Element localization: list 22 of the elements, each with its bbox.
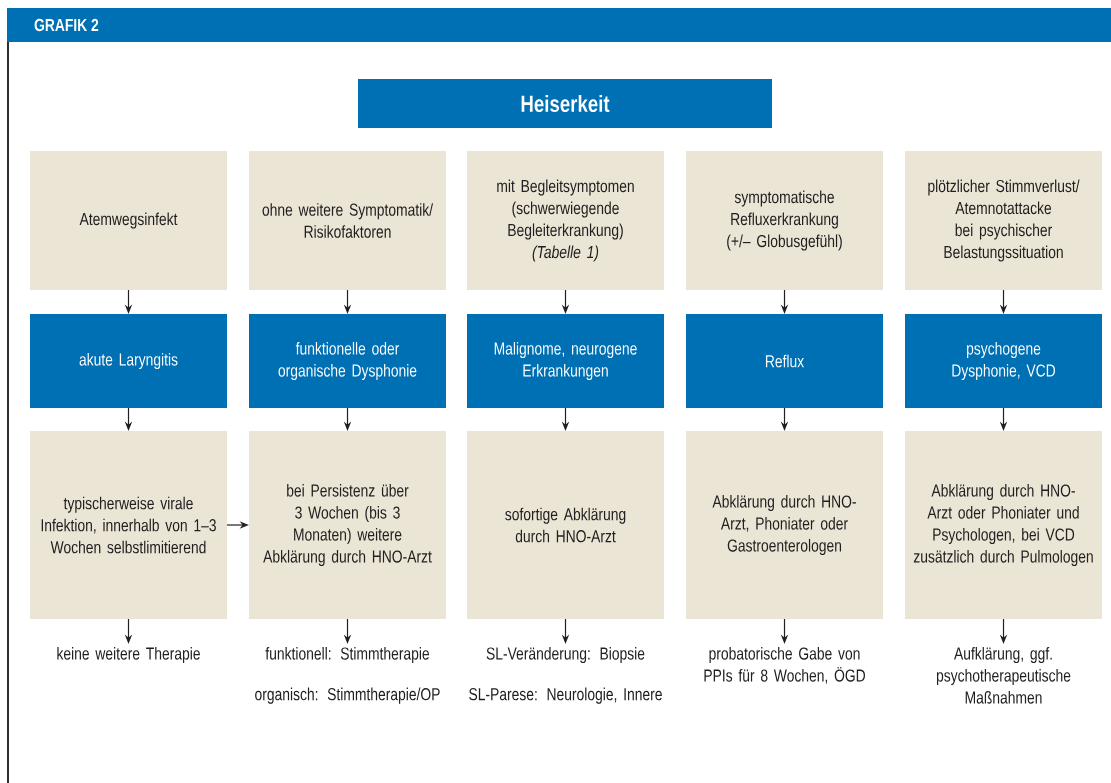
recommendation-box: typischerweise virale Infektion, innerhalb von 1–3 Wochen selbstlimitierend	[30, 431, 227, 619]
header-title: GRAFIK 2	[34, 18, 99, 32]
title-box: Heiserkeit	[358, 79, 772, 128]
condition-box: mit Begleitsymptomen (schwerwiegende Begleiterkrankung) (Tabelle 1)	[467, 151, 664, 290]
therapy-text: Aufklärung, ggf. psychotherapeutische Maßnahmen	[936, 646, 1071, 704]
recommendation-box: bei Persistenz über 3 Wochen (bis 3 Monaten) weitere Abklärung durch HNO-Arzt	[249, 431, 446, 619]
therapy-text: funktionell: Stimmtherapie organisch: Stimmtherapie/OP	[255, 646, 440, 704]
diagnosis-box: Reflux	[686, 314, 883, 408]
condition-box: plötzlicher Stimmverlust/ Atemnotattacke bei psychischer Belastungssituation	[905, 151, 1102, 290]
recommendation-box: sofortige Abklärung durch HNO-Arzt	[467, 431, 664, 619]
therapy-text: probatorische Gabe von PPIs für 8 Wochen, ÖGD	[704, 646, 865, 684]
therapy-text: SL-Veränderung: Biopsie SL-Parese: Neurologie, Innere	[469, 646, 662, 704]
diagnosis-box: psychogene Dysphonie, VCD	[905, 314, 1102, 408]
condition-box: symptomatische Refluxerkrankung (+/– Globusgefühl)	[686, 151, 883, 290]
recommendation-box: Abklärung durch HNO-Arzt oder Phoniater und Psychologen, bei VCD zusätzlich durch Pulmologen	[905, 431, 1102, 619]
diagnosis-box: akute Laryngitis	[30, 314, 227, 408]
diagnosis-box: funktionelle oder organische Dysphonie	[249, 314, 446, 408]
condition-box: ohne weitere Symptomatik/ Risikofaktoren	[249, 151, 446, 290]
diagnosis-box: Malignome, neurogene Erkrankungen	[467, 314, 664, 408]
condition-box: Atemwegsinfekt	[30, 151, 227, 290]
recommendation-box: Abklärung durch HNO-Arzt, Phoniater oder Gastroenterologen	[686, 431, 883, 619]
therapy-text: keine weitere Therapie	[57, 646, 200, 664]
